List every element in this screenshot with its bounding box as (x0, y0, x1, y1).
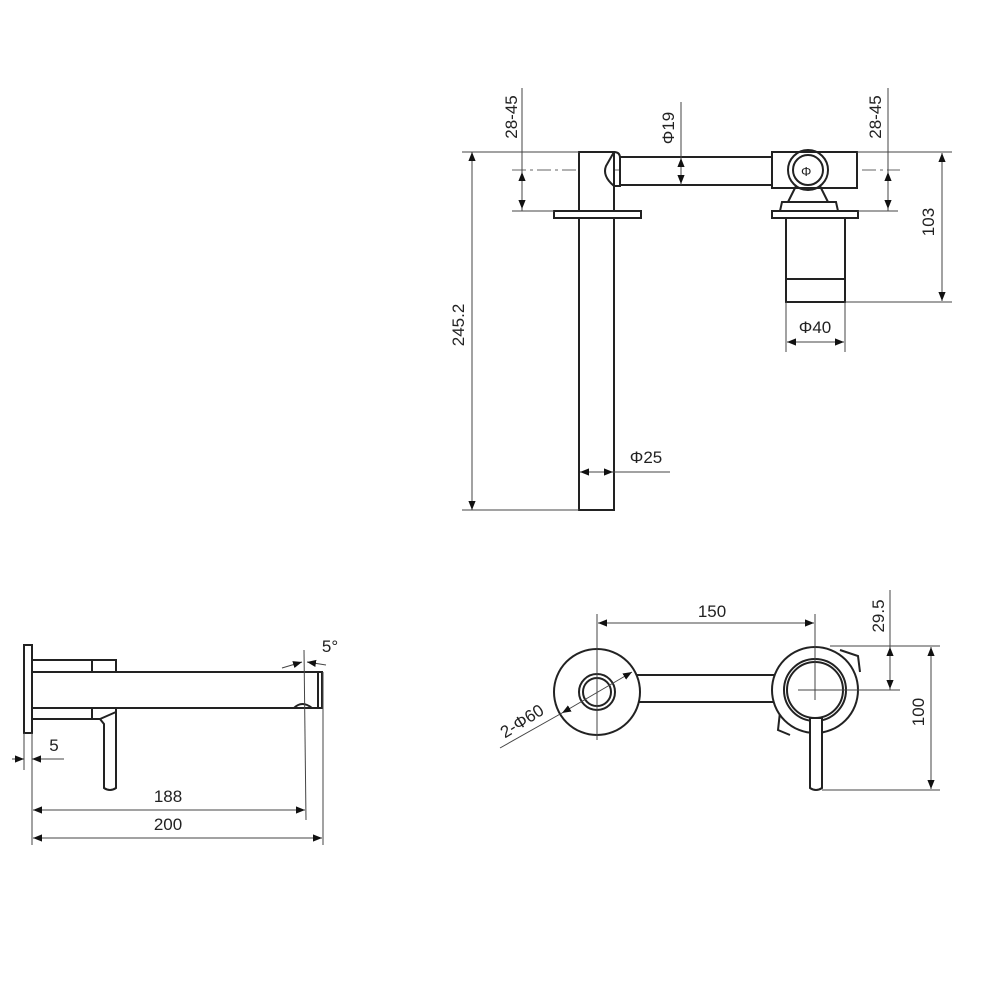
dim-angle: 5° (322, 637, 338, 656)
spout-flange (553, 210, 642, 219)
dim-center-distance: 150 (698, 602, 726, 621)
spout (31, 671, 323, 709)
front-lever (809, 717, 823, 791)
dim-spout-reach: 188 (154, 787, 182, 806)
connecting-pipe (619, 156, 773, 186)
valve-flange (771, 210, 859, 219)
dim-pipe-diameter: Φ19 (659, 112, 678, 144)
front-view: 150 2-Φ60 29.5 100 (497, 590, 940, 791)
front-pipe (635, 674, 777, 703)
dim-front-height: 100 (909, 698, 928, 726)
dim-offset: 29.5 (869, 599, 888, 632)
dim-body-height: 103 (919, 208, 938, 236)
dim-wall-range-right: 28-45 (866, 95, 885, 138)
dim-plate-thickness: 5 (49, 736, 58, 755)
valve-cylinder (785, 217, 846, 303)
top-view: Φ 245.2 28-45 Φ19 28-45 103 Φ40 (449, 88, 952, 511)
dim-height-total: 245.2 (449, 304, 468, 347)
pipe-joint (604, 150, 621, 187)
svg-text:Φ: Φ (801, 164, 811, 179)
spout-tube (578, 151, 615, 511)
dim-total-length: 200 (154, 815, 182, 834)
dim-wall-range-left: 28-45 (502, 95, 521, 138)
lever-handle (98, 710, 117, 791)
side-view: 5 188 200 5° (12, 637, 338, 845)
wall-plate (23, 644, 33, 734)
dim-spout-diameter: Φ25 (630, 448, 662, 467)
valve-nut (787, 149, 829, 191)
mounting-lugs (776, 649, 861, 736)
dim-body-diameter: Φ40 (799, 318, 831, 337)
